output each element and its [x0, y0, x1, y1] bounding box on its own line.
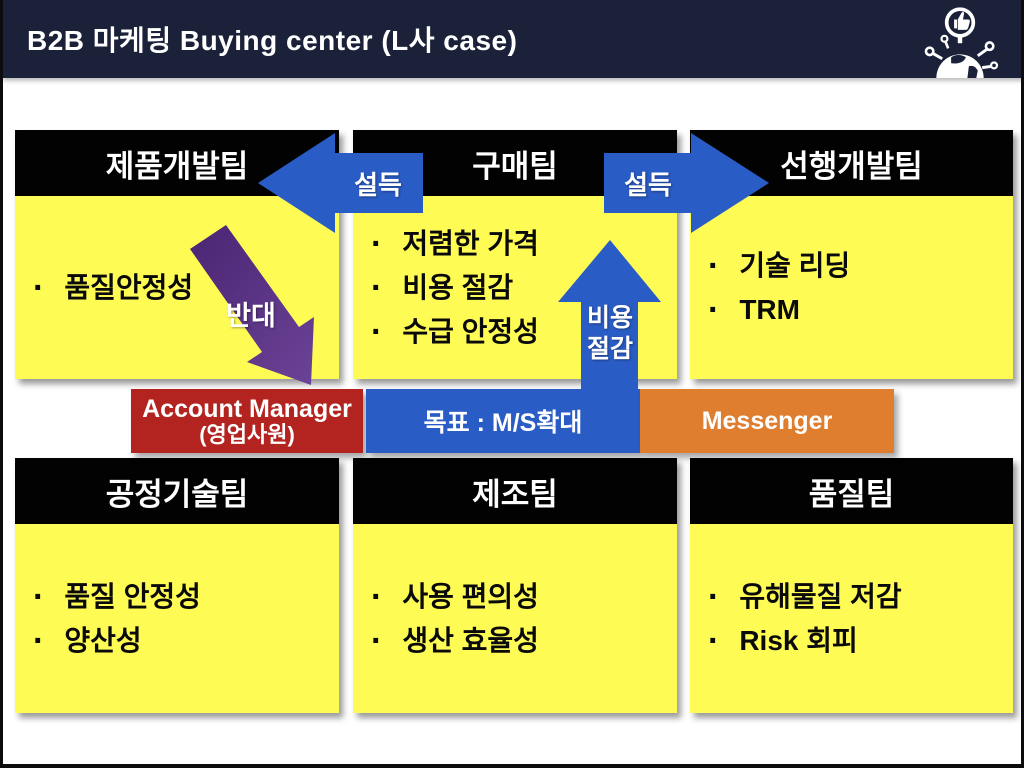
team-header-advanced-dev: 선행개발팀 — [690, 130, 1013, 196]
list-item: 비용 절감 — [371, 269, 677, 307]
item-text: TRM — [739, 293, 800, 325]
team-box-manufacturing: 제조팀 사용 편의성 생산 효율성 — [353, 458, 677, 713]
team-body-process-tech: 품질 안정성 양산성 — [15, 524, 339, 713]
list-item: 품질안정성 — [33, 269, 339, 307]
team-body-product-dev: 품질안정성 — [15, 196, 339, 379]
item-text: 품질안정성 — [64, 271, 194, 303]
team-body-quality: 유해물질 저감 Risk 회피 — [690, 524, 1013, 713]
team-header-manufacturing: 제조팀 — [353, 458, 677, 524]
item-text: 기술 리딩 — [739, 249, 851, 281]
item-text: 저렴한 가격 — [402, 227, 539, 259]
item-text: 생산 효율성 — [402, 624, 539, 656]
page-title: B2B 마케팅 Buying center (L사 case) — [27, 25, 518, 56]
list-item: 품질 안정성 — [33, 578, 339, 616]
list-item: TRM — [708, 291, 1013, 329]
cost-line2: 절감 — [586, 335, 633, 363]
item-text: Risk 회피 — [739, 624, 858, 656]
account-manager-box: Account Manager (영업사원) — [131, 389, 363, 453]
list-item: 기술 리딩 — [708, 247, 1013, 285]
thumbs-up-globe-icon — [924, 7, 999, 78]
team-box-product-dev: 제품개발팀 품질안정성 — [15, 130, 339, 379]
persuade-right-label: 설득 — [624, 170, 672, 200]
list-item: 사용 편의성 — [371, 578, 677, 616]
title-bar: B2B 마케팅 Buying center (L사 case) — [3, 0, 1021, 78]
goal-label: 목표 : M/S확대 — [423, 409, 583, 437]
item-text: 비용 절감 — [402, 271, 514, 303]
list-item: 양산성 — [33, 622, 339, 660]
list-item: 유해물질 저감 — [708, 578, 1013, 616]
messenger-label: Messenger — [701, 406, 833, 435]
team-body-manufacturing: 사용 편의성 생산 효율성 — [353, 524, 677, 713]
goal-box: 목표 : M/S확대 — [366, 389, 640, 453]
item-text: 사용 편의성 — [402, 580, 539, 612]
messenger-box: Messenger — [640, 389, 894, 453]
list-item: 생산 효율성 — [371, 622, 677, 660]
persuade-left-label: 설득 — [354, 170, 402, 200]
team-box-advanced-dev: 선행개발팀 기술 리딩 TRM — [690, 130, 1013, 379]
item-text: 유해물질 저감 — [739, 580, 902, 612]
team-header-process-tech: 공정기술팀 — [15, 458, 339, 524]
account-manager-sublabel: (영업사원) — [199, 421, 295, 447]
team-header-quality: 품질팀 — [690, 458, 1013, 524]
team-box-process-tech: 공정기술팀 품질 안정성 양산성 — [15, 458, 339, 713]
cost-reduction-label: 비용 절감 — [570, 303, 650, 365]
list-item: Risk 회피 — [708, 622, 1013, 660]
list-item: 저렴한 가격 — [371, 225, 677, 263]
team-box-quality: 품질팀 유해물질 저감 Risk 회피 — [690, 458, 1013, 713]
item-text: 양산성 — [64, 624, 142, 656]
list-item: 수급 안정성 — [371, 313, 677, 351]
item-text: 수급 안정성 — [402, 315, 539, 347]
account-manager-label: Account Manager — [142, 394, 352, 423]
team-header-product-dev: 제품개발팀 — [15, 130, 339, 196]
team-body-advanced-dev: 기술 리딩 TRM — [690, 196, 1013, 379]
oppose-label: 반대 — [226, 301, 276, 331]
item-text: 품질 안정성 — [64, 580, 201, 612]
cost-line1: 비용 — [586, 304, 633, 332]
